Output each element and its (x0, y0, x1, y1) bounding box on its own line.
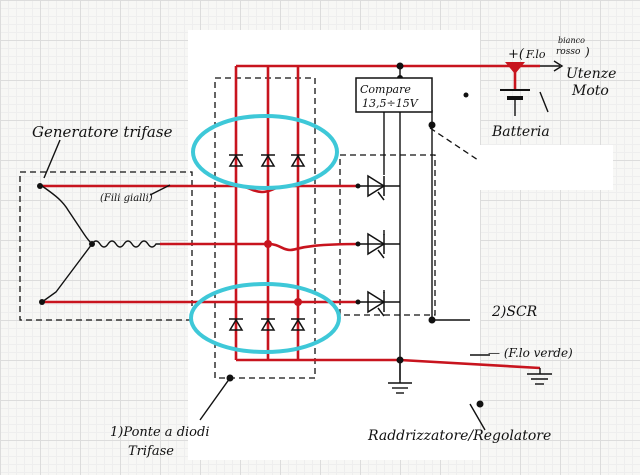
diode-icon (290, 318, 306, 331)
red-wire-label: rosso (556, 47, 581, 57)
scr-symbols (367, 174, 386, 317)
diode-icon (260, 154, 276, 167)
loads-label-1: Utenze (566, 66, 616, 82)
loads-label-2: Moto (571, 83, 609, 99)
close-paren-label: ) (584, 45, 590, 59)
winding-2 (91, 240, 160, 248)
node-phase3 (294, 298, 302, 306)
diodes-top (228, 154, 306, 167)
battery-arrow (539, 91, 549, 113)
node-phase2 (264, 240, 272, 248)
scr-label: 2)SCR (491, 304, 538, 320)
regulator-pointer (469, 403, 486, 431)
diode-icon (260, 318, 276, 331)
generator-label: Generatore trifase (32, 123, 173, 141)
rectifier-regulator-label: Raddrizzatore/Regolatore (367, 428, 551, 444)
scr-icon (367, 174, 386, 198)
highlight-bottom-diodes (189, 282, 341, 354)
black-wiring (41, 60, 564, 431)
generator-pointer (43, 139, 61, 179)
highlights (189, 114, 341, 354)
white-wire-label: bianco (558, 36, 585, 45)
regulator-dashed-box (339, 154, 436, 316)
diode-icon (290, 154, 306, 167)
battery-label: Batteria (491, 124, 550, 140)
generator-dashed-box (19, 171, 193, 321)
negative-bus-out (399, 358, 541, 370)
bridge-pointer (199, 377, 231, 421)
compare-label-1: Compare (360, 83, 411, 96)
diodes-bottom (228, 318, 306, 331)
dashed-outlines (19, 77, 479, 379)
diode-icon (228, 154, 244, 167)
bridge-label-2: Trifase (128, 444, 174, 459)
highlight-top-diodes (191, 114, 339, 190)
plus-terminal-marker (505, 62, 525, 74)
winding-1 (41, 185, 93, 245)
phase-wire-2 (160, 242, 361, 252)
yellow-wires-label: (Fili gialli) (100, 193, 153, 204)
wire-abbr-label: F.lo (525, 48, 546, 61)
green-wire-label: — (F.lo verde) (488, 346, 573, 360)
red-nodes (264, 62, 525, 306)
diode-icon (228, 318, 244, 331)
compare-label-2: 13,5÷15V (362, 97, 419, 110)
plus-prefix-label: +( (508, 47, 525, 62)
scr-icon (367, 232, 386, 256)
scr-icon (367, 290, 386, 314)
compare-box (355, 77, 433, 113)
white-patch (478, 145, 613, 190)
black-nodes (37, 62, 484, 408)
bridge-dashed-box (214, 77, 316, 379)
winding-3 (41, 243, 93, 303)
bridge-label-1: 1)Ponte a diodi (110, 425, 209, 440)
